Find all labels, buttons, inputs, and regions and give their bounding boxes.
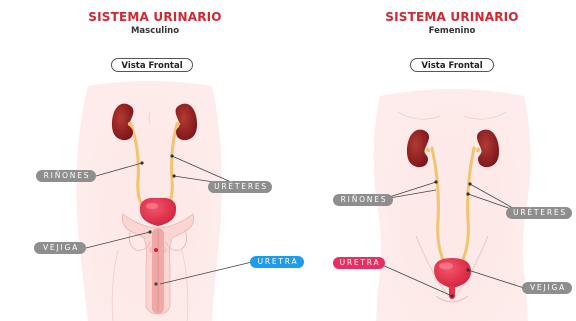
- male-label-kidneys: RIÑONES: [36, 170, 96, 182]
- female-title: SISTEMA URINARIO: [352, 10, 552, 24]
- male-subtitle: Masculino: [55, 26, 255, 36]
- male-view-badge: Vista Frontal: [111, 58, 193, 72]
- male-label-urethra: URETRA: [250, 256, 304, 268]
- female-subtitle: Femenino: [352, 26, 552, 36]
- female-label-urethra: URETRA: [333, 257, 385, 269]
- male-label-bladder: VEJIGA: [34, 242, 86, 254]
- female-label-kidneys: RIÑONES: [333, 194, 393, 206]
- female-label-bladder: VEJIGA: [522, 282, 572, 294]
- male-label-ureters: URÉTERES: [208, 181, 272, 193]
- female-view-badge: Vista Frontal: [410, 58, 494, 72]
- male-title: SISTEMA URINARIO: [55, 10, 255, 24]
- female-label-ureters: URÉTERES: [506, 207, 572, 219]
